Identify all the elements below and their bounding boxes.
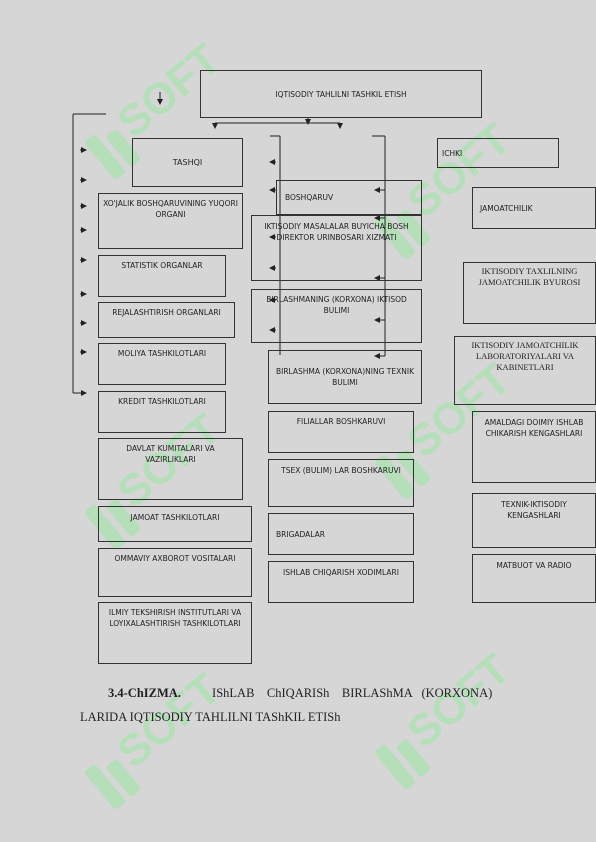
left-item: DAVLAT KUMITALARI VA VAZIRLIKLARI xyxy=(98,438,243,500)
figure-caption-line-2: LARIDA IQTISODIY TAHLILNI TAShKIL ETISh xyxy=(80,710,341,724)
left-item: KREDIT TASHKILOTLARI xyxy=(98,391,226,433)
right-item: IKTISODIY TAXLILNING JAMOATCHILIK BYUROS… xyxy=(463,262,596,324)
middle-item: BIRLASHMANING (KORXONA) IKTISOD BULIMI xyxy=(251,289,422,343)
middle-item: TSEX (BULIM) LAR BOSHKARUVI xyxy=(268,459,414,507)
right-item: JAMOATCHILIK xyxy=(472,187,596,229)
left-header: TASHQI xyxy=(132,138,243,187)
right-item: IKTISODIY JAMOATCHILIK LABORATORIYALARI … xyxy=(454,336,596,405)
right-header: ICHKI xyxy=(437,138,559,168)
left-item: JAMOAT TASHKILOTLARI xyxy=(98,506,252,542)
middle-item: BRIGADALAR xyxy=(268,513,414,555)
left-item: REJALASHTIRISH ORGANLARI xyxy=(98,302,235,338)
diagram-title: IQTISODIY TAHLILNI TASHKIL ETISH xyxy=(200,70,482,118)
middle-item: BOSHQARUV xyxy=(276,180,422,215)
left-item: ILMIY TEKSHIRISH INSTITUTLARI VA LOYIXAL… xyxy=(98,602,252,664)
figure-caption-line-1: 3.4-ChIZMA. IShLAB ChIQARISh BIRLAShMA (… xyxy=(108,686,492,701)
middle-item: FILIALLAR BOSHKARUVI xyxy=(268,411,414,453)
middle-item: BIRLASHMA (KORXONA)NING TEXNIK BULIMI xyxy=(268,350,422,404)
left-item: OMMAVIY AXBOROT VOSITALARI xyxy=(98,548,252,597)
left-item: XO'JALIK BOSHQARUVINING YUQORI ORGANI xyxy=(98,193,243,249)
middle-item: ISHLAB CHIQARISH XODIMLARI xyxy=(268,561,414,603)
right-item: AMALDAGI DOIMIY ISHLAB CHIKARISH KENGASH… xyxy=(472,411,596,483)
middle-item: IKTISODIY MASALALAR BUYICHA BOSH DIREKTO… xyxy=(251,215,422,281)
caption-text-line-1: IShLAB ChIQARISh BIRLAShMA (KORXONA) xyxy=(212,686,493,700)
figure-label: 3.4-ChIZMA. xyxy=(108,686,181,700)
left-item: MOLIYA TASHKILOTLARI xyxy=(98,343,226,385)
right-item: TEXNIK-IKTISODIY KENGASHLARI xyxy=(472,493,596,548)
left-item: STATISTIK ORGANLAR xyxy=(98,255,226,297)
right-item: MATBUOT VA RADIO xyxy=(472,554,596,603)
